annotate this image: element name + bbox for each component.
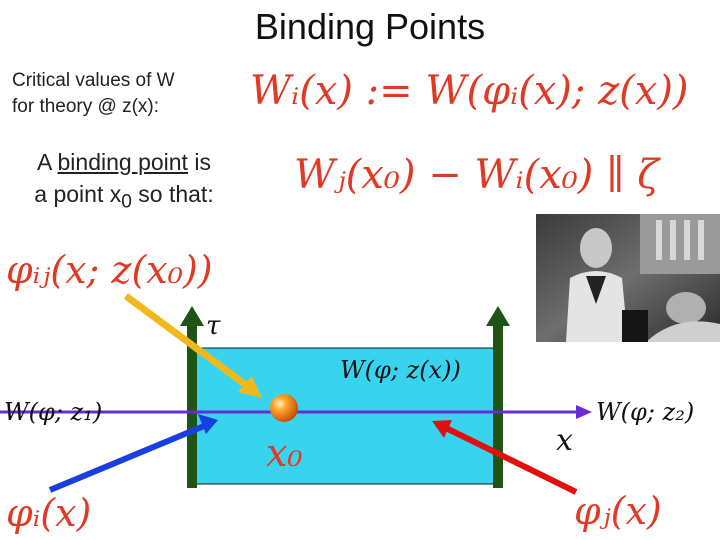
binding-line2-pre: a point x [34, 181, 122, 207]
right-superpotential-label: W(φ; z₂) [596, 398, 694, 426]
soliton-arrow [123, 293, 262, 398]
phi-i-label: φᵢ(x) [6, 491, 91, 535]
x0-label: x₀ [266, 431, 303, 475]
soliton-formula: φᵢⱼ(x; z(x₀)) [6, 248, 213, 292]
tau-label: τ [206, 311, 221, 341]
phi-j-arrow [432, 420, 578, 495]
critical-value-formula: Wᵢ(x) := W(φᵢ(x); z(x)) [250, 68, 689, 114]
binding-point-line-2: a point x0 so that: [6, 178, 242, 219]
left-superpotential-label: W(φ; z₁) [4, 398, 102, 426]
binding-post: is [187, 149, 211, 175]
binding-line2-post: so that: [131, 181, 214, 207]
phi-i-arrow [48, 414, 218, 493]
film-still-photo [536, 214, 720, 342]
binding-line2-sub: 0 [121, 191, 132, 213]
critical-values-line-2: for theory @ z(x): [12, 96, 160, 117]
slide-title: Binding Points [254, 6, 486, 47]
binding-point-line-1: A binding point is [6, 146, 242, 178]
field-strip [191, 347, 499, 485]
binding-pre: A [37, 149, 58, 175]
right-pole [486, 306, 510, 488]
x-axis-label: x [556, 423, 573, 458]
binding-condition-formula: Wⱼ(x₀) − Wᵢ(x₀) ∥ ζ [294, 152, 659, 198]
phi-j-label: φⱼ(x) [574, 489, 662, 533]
strip-label: W(φ; z(x)) [340, 356, 461, 384]
left-pole [180, 306, 204, 488]
binding-point-note: A binding point is a point x0 so that: [6, 146, 242, 219]
critical-values-line-1: Critical values of W [12, 70, 175, 91]
critical-values-note: Critical values of W for theory @ z(x): [12, 68, 175, 120]
binding-point-ball [270, 394, 298, 422]
binding-point-term: binding point [57, 149, 188, 175]
